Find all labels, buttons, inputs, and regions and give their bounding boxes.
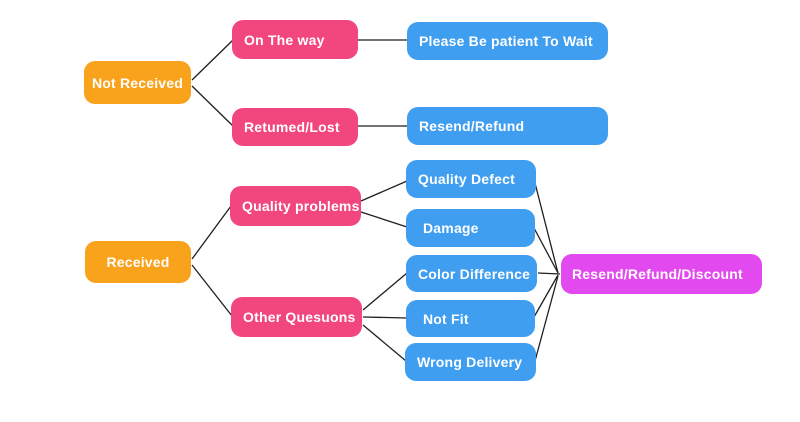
node-please-wait-label: Please Be patient To Wait (419, 33, 593, 49)
edge-quality-problems-damage (360, 211, 408, 228)
node-returned-lost-label: Retumed/Lost (244, 119, 340, 135)
node-quality-defect-label: Quality Defect (418, 171, 515, 187)
edge-other-questions-wrong-delivery (362, 324, 407, 362)
node-quality-problems-label: Quality problems (242, 198, 360, 214)
node-not-fit: Not Fit (406, 300, 535, 337)
edge-not-received-returned-lost (191, 85, 234, 127)
edge-color-difference-outcome (537, 272, 561, 275)
edge-not-fit-outcome (533, 274, 559, 318)
node-resend-refund: Resend/Refund (407, 107, 608, 145)
node-quality-defect: Quality Defect (406, 160, 536, 198)
node-wrong-delivery-label: Wrong Delivery (417, 354, 523, 370)
node-other-questions: Other Quesuons (231, 297, 362, 337)
edge-other-questions-not-fit (362, 316, 408, 319)
node-not-fit-label: Not Fit (423, 310, 469, 327)
edge-quality-problems-quality-defect (360, 180, 408, 202)
edge-other-questions-color-difference (362, 272, 408, 311)
node-returned-lost: Retumed/Lost (232, 108, 358, 146)
edge-received-quality-problems (191, 205, 232, 260)
edge-damage-outcome (533, 227, 559, 274)
node-wrong-delivery: Wrong Delivery (405, 343, 536, 381)
node-damage: Damage (406, 209, 535, 247)
node-on-the-way-label: On The way (244, 31, 325, 48)
node-color-difference-label: Color Difference (418, 265, 531, 282)
node-damage-label: Damage (423, 220, 479, 236)
node-quality-problems: Quality problems (230, 186, 361, 226)
node-resend-refund-discount: Resend/Refund/Discount (561, 254, 762, 294)
node-resend-refund-label: Resend/Refund (419, 118, 525, 134)
node-please-wait: Please Be patient To Wait (407, 22, 608, 60)
node-other-questions-label: Other Quesuons (243, 309, 356, 325)
edge-quality-defect-outcome (534, 182, 559, 274)
node-received: Received (85, 241, 191, 283)
node-color-difference: Color Difference (406, 255, 537, 292)
edge-not-received-on-the-way (191, 39, 234, 81)
node-received-label: Received (106, 254, 170, 270)
node-on-the-way: On The way (232, 20, 358, 59)
node-resend-refund-discount-label: Resend/Refund/Discount (572, 266, 743, 282)
node-not-received: Not Received (84, 61, 191, 104)
node-not-received-label: Not Received (91, 74, 184, 91)
edge-received-other-questions (191, 264, 233, 317)
edge-wrong-delivery-outcome (534, 275, 559, 362)
